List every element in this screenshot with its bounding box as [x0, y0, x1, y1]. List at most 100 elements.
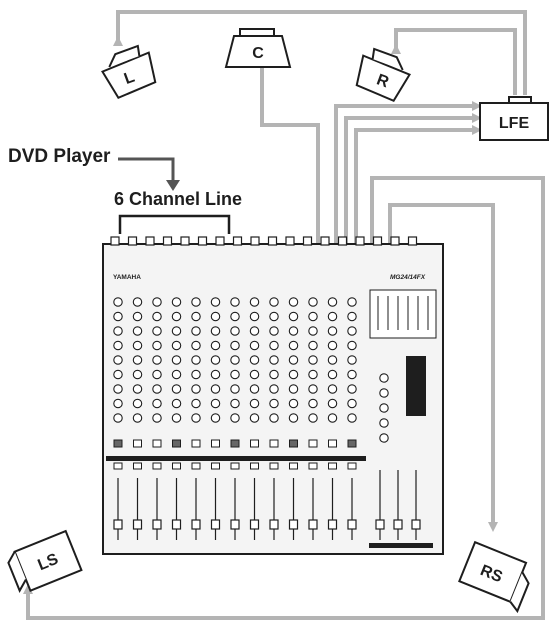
cable-ls	[23, 176, 545, 620]
fader-cap	[249, 519, 260, 530]
channel-knob	[288, 355, 299, 365]
channel-knob	[132, 369, 143, 380]
channel-button	[250, 439, 259, 448]
channel-knob	[132, 384, 143, 394]
channel-button	[308, 439, 318, 448]
cable-r	[391, 28, 517, 95]
dvd-arrow	[118, 157, 180, 191]
fader-cap	[288, 519, 299, 530]
mute-button	[191, 462, 201, 470]
channel-button	[211, 439, 220, 448]
channel-knob	[347, 297, 357, 307]
channel-knob	[191, 384, 201, 394]
cable-c	[260, 60, 320, 250]
channel-knob	[230, 326, 240, 336]
master-knob	[379, 418, 389, 428]
rear-jack	[232, 236, 243, 246]
cable-rs	[388, 203, 498, 532]
rear-jack	[110, 236, 120, 246]
channel-knob	[152, 340, 162, 351]
channel-knob	[249, 369, 260, 380]
fader-cap	[191, 519, 201, 530]
speaker-c-label: C	[252, 45, 264, 62]
channel-knob	[191, 326, 201, 336]
channel-knob	[230, 369, 240, 380]
master-bar	[369, 543, 433, 548]
channel-knob	[327, 413, 338, 423]
channel-knob	[249, 355, 260, 365]
channel-knob	[171, 326, 182, 336]
channel-knob	[132, 297, 143, 307]
channel-knob	[191, 311, 201, 322]
channel-knob	[288, 340, 299, 351]
channel-knob	[132, 340, 143, 351]
level-meter	[406, 356, 426, 416]
fader-cap	[132, 519, 143, 530]
speaker-rs: RS	[458, 540, 530, 614]
channel-knob	[230, 340, 240, 351]
channel-knob	[171, 384, 182, 394]
channel-knob	[269, 355, 279, 365]
rear-jack	[372, 236, 383, 246]
channel-knob	[308, 384, 318, 394]
fader-cap	[171, 519, 182, 530]
master-knob	[379, 403, 389, 413]
mute-button	[211, 462, 220, 470]
channel-knob	[288, 384, 299, 394]
channel-button	[113, 439, 123, 448]
channel-knob	[191, 297, 201, 307]
channel-knob	[230, 384, 240, 394]
channel-knob	[152, 326, 162, 336]
channel-knob	[210, 355, 221, 365]
rear-jack	[407, 236, 418, 246]
rear-jack	[302, 236, 313, 246]
channel-knob	[327, 297, 338, 307]
rear-jack	[285, 236, 295, 246]
channel-knob	[288, 326, 299, 336]
mixer-model: MG24/14FX	[390, 274, 426, 281]
fader-cap	[210, 519, 221, 530]
rear-jack	[215, 236, 225, 246]
channel-knob	[113, 340, 123, 351]
channel-knob	[210, 297, 221, 307]
speaker-lfe-label: LFE	[499, 115, 530, 132]
speaker-lfe: LFE	[479, 96, 549, 141]
channel-knob	[171, 297, 182, 307]
channel-knob	[171, 413, 182, 423]
mute-button	[347, 462, 357, 470]
speaker-ls-label: LS	[35, 551, 61, 575]
channel-knob	[249, 311, 260, 322]
channel-knob	[230, 413, 240, 423]
channel-knob	[191, 398, 201, 409]
channel-knob	[152, 398, 162, 409]
channel-knob	[132, 413, 143, 423]
speaker-ls: LS	[7, 529, 83, 593]
speaker-c: C	[224, 28, 292, 68]
mute-button	[328, 462, 337, 470]
channel-knob	[230, 398, 240, 409]
channel-knob	[152, 369, 162, 380]
channel-knob	[132, 326, 143, 336]
mute-button	[152, 462, 162, 470]
rear-jack-row	[110, 236, 418, 246]
channel-knob	[308, 326, 318, 336]
channel-knob	[347, 311, 357, 322]
channel-knob	[308, 340, 318, 351]
eq-section	[369, 289, 437, 339]
mute-button	[172, 462, 181, 470]
six-channel-line-label: 6 Channel Line	[114, 189, 243, 209]
mute-button	[289, 462, 298, 470]
cable-group	[23, 10, 545, 620]
master-fader-cap	[393, 519, 403, 530]
rear-jack	[180, 236, 190, 246]
speaker-l: L	[101, 44, 157, 100]
channel-knob	[113, 384, 123, 394]
channel-knob	[288, 413, 299, 423]
channel-button	[191, 439, 201, 448]
channel-knob	[210, 398, 221, 409]
mixer-brand: YAMAHA	[113, 274, 141, 281]
channel-knob	[288, 398, 299, 409]
cable-lfe-2	[344, 113, 482, 250]
channel-knob	[191, 413, 201, 423]
